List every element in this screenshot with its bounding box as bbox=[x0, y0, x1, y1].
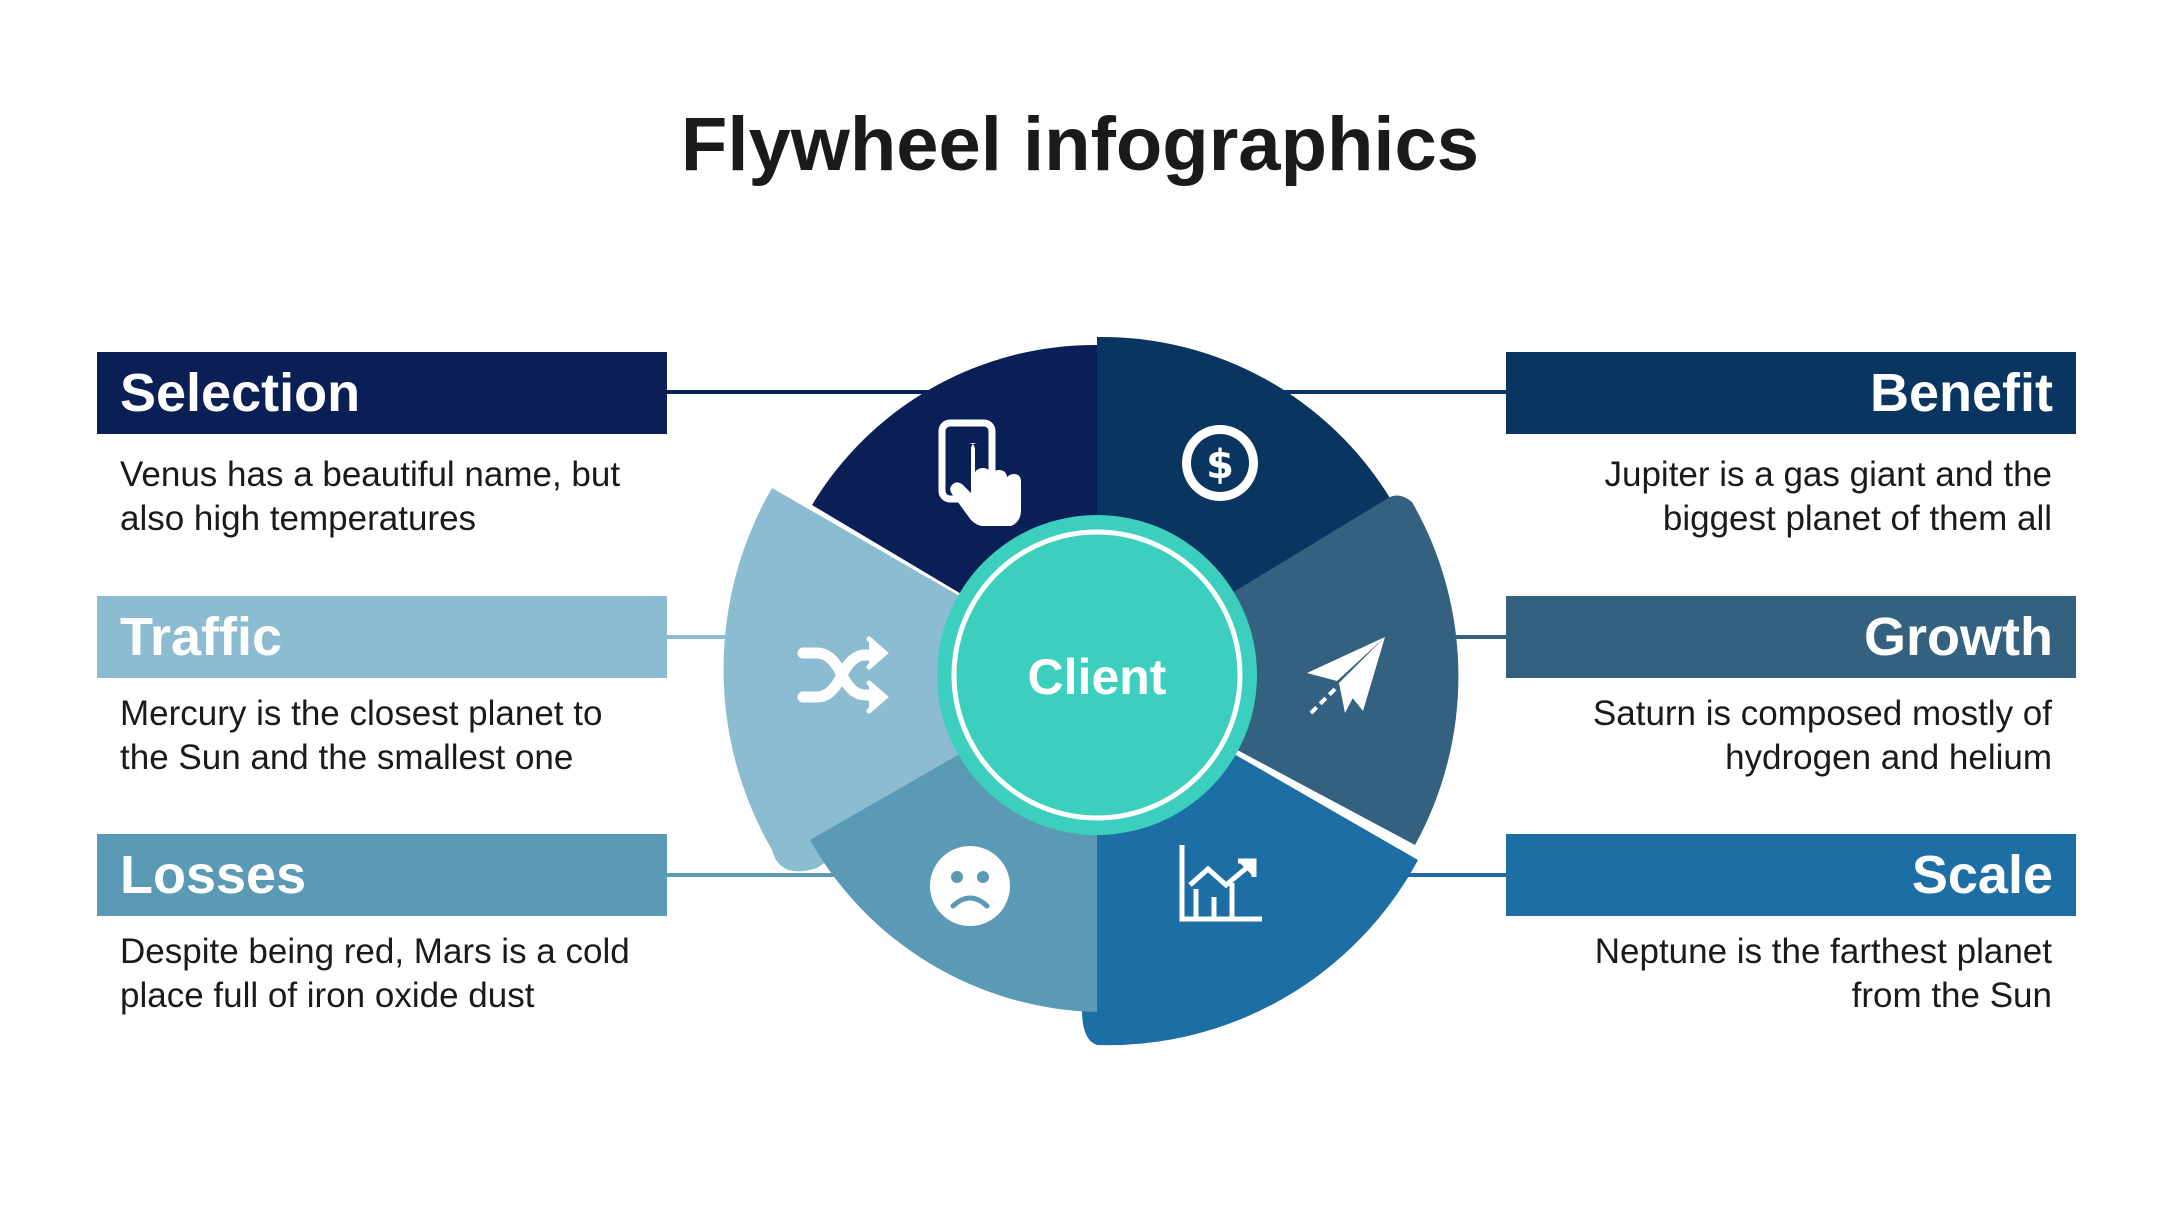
benefit-label: Benefit bbox=[1506, 352, 2076, 434]
center-label: Client bbox=[1027, 649, 1167, 705]
growth-description: Saturn is composed mostly of hydrogen an… bbox=[1592, 694, 2052, 777]
page-title: Flywheel infographics bbox=[680, 102, 1480, 187]
shuffle-icon bbox=[797, 636, 889, 714]
svg-text:$: $ bbox=[1206, 442, 1234, 488]
dollar-coin-icon: $ bbox=[1182, 425, 1258, 501]
growth-label: Growth bbox=[1506, 596, 2076, 678]
center-circle bbox=[937, 515, 1257, 835]
connector-lines bbox=[667, 390, 1506, 877]
scale-label: Scale bbox=[1506, 834, 2076, 916]
scale-description: Neptune is the farthest planet from the … bbox=[1594, 932, 2052, 1015]
growth-chart-icon bbox=[1179, 845, 1262, 922]
losses-label: Losses bbox=[97, 834, 667, 916]
traffic-description: Mercury is the closest planet to the Sun… bbox=[120, 694, 603, 777]
traffic-label: Traffic bbox=[97, 596, 667, 678]
paper-plane-icon bbox=[1307, 637, 1385, 717]
center-ring bbox=[951, 529, 1243, 821]
benefit-description: Jupiter is a gas giant and the biggest p… bbox=[1604, 455, 2052, 538]
segment-traffic bbox=[723, 488, 1097, 872]
losses-description: Despite being red, Mars is a cold place … bbox=[120, 932, 630, 1015]
touch-phone-icon bbox=[938, 419, 1021, 526]
sad-face-icon bbox=[930, 846, 1010, 926]
segment-growth bbox=[1097, 495, 1459, 845]
selection-description: Venus has a beautiful name, but also hig… bbox=[120, 455, 621, 538]
selection-label: Selection bbox=[97, 352, 667, 434]
